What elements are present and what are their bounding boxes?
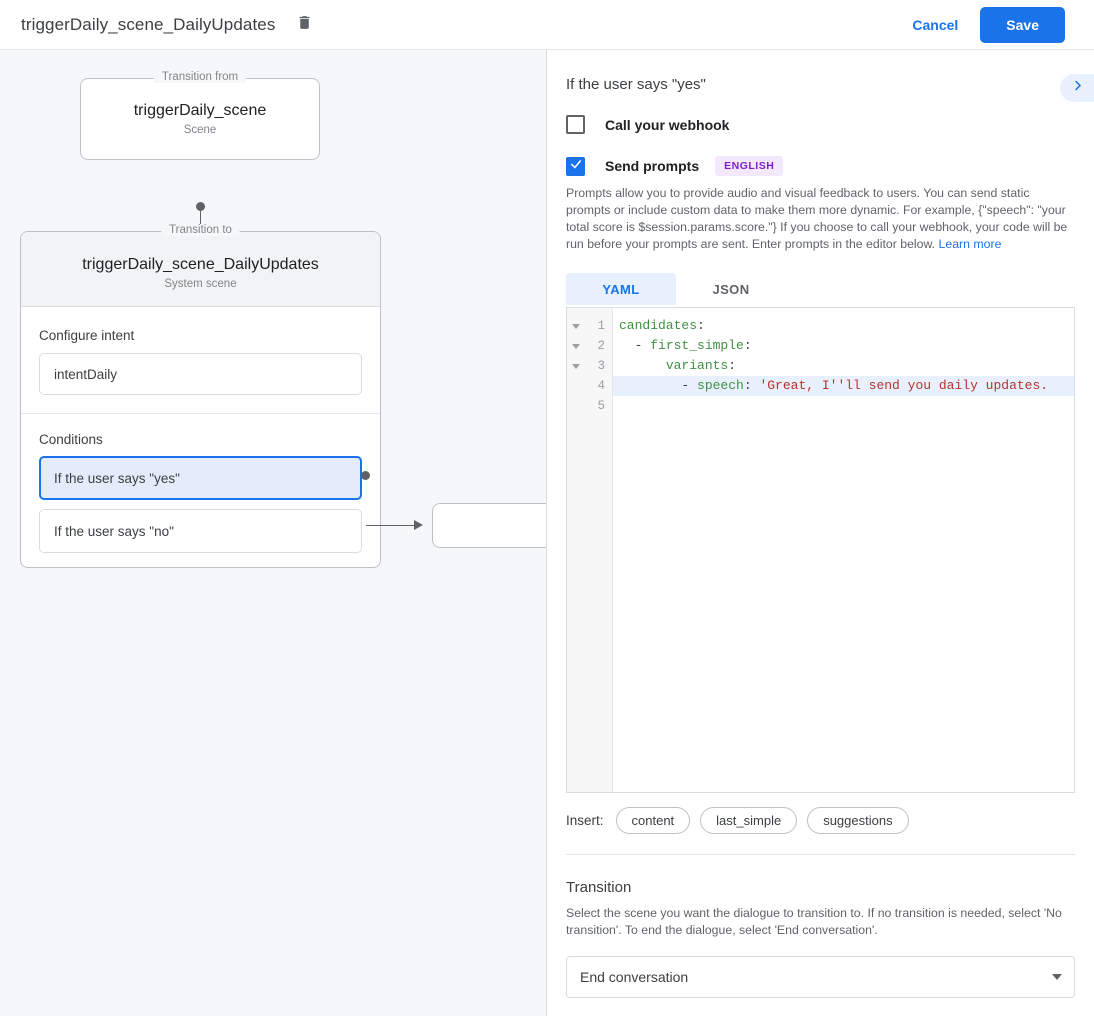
tab-yaml[interactable]: YAML xyxy=(566,273,676,305)
conditions-label: Conditions xyxy=(39,432,103,447)
save-button[interactable]: Save xyxy=(980,6,1065,43)
transition-to-subtitle: System scene xyxy=(164,278,237,290)
conditions-section: Conditions If the user says "yes" If the… xyxy=(21,432,380,553)
editor-code-line[interactable]: variants: xyxy=(665,358,737,373)
section-divider-transition xyxy=(566,854,1075,855)
trash-icon xyxy=(296,14,313,36)
insert-row: Insert: content last_simple suggestions xyxy=(566,807,1075,834)
insert-chip-content[interactable]: content xyxy=(615,807,691,834)
condition-row-no[interactable]: If the user says "no" xyxy=(39,509,362,553)
delete-button[interactable] xyxy=(291,12,317,38)
transition-to-legend: Transition to xyxy=(161,224,240,236)
chevron-down-icon xyxy=(1052,974,1062,980)
panel-body: Call your webhook Send prompts ENGLISH P… xyxy=(547,115,1094,998)
transition-to-node[interactable]: Transition to triggerDaily_scene_DailyUp… xyxy=(20,224,381,568)
condition-row-yes[interactable]: If the user says "yes" xyxy=(39,456,362,500)
panel-title: If the user says "yes" xyxy=(566,76,706,93)
call-webhook-row[interactable]: Call your webhook xyxy=(566,115,1075,134)
editor-line-number: 4 xyxy=(597,379,605,393)
connector-arrowhead-right xyxy=(414,520,423,530)
check-icon xyxy=(569,157,583,176)
prompts-help-body: Prompts allow you to provide audio and v… xyxy=(566,186,1068,251)
connector-line-horizontal xyxy=(366,525,416,526)
editor-line-number: 5 xyxy=(597,399,605,413)
transition-from-legend: Transition from xyxy=(153,71,247,83)
send-prompts-row[interactable]: Send prompts ENGLISH xyxy=(566,156,1075,176)
call-webhook-checkbox[interactable] xyxy=(566,115,585,134)
transition-from-subtitle: Scene xyxy=(183,124,217,136)
send-prompts-checkbox[interactable] xyxy=(566,156,585,176)
transition-select-value: End conversation xyxy=(580,969,689,985)
next-node-clipped[interactable] xyxy=(432,503,547,548)
editor-line-number: 3 xyxy=(567,356,612,376)
transition-from-node[interactable]: Transition from triggerDaily_scene Scene xyxy=(80,71,320,160)
transition-from-title: triggerDaily_scene xyxy=(133,102,267,119)
language-badge: ENGLISH xyxy=(715,156,784,176)
panel-header: If the user says "yes" xyxy=(547,50,1094,93)
editor-code-line[interactable]: candidates: xyxy=(619,318,705,333)
connector-dot-condition xyxy=(361,471,370,480)
editor-code-line[interactable] xyxy=(613,396,1074,416)
prompts-help-text: Prompts allow you to provide audio and v… xyxy=(566,185,1075,253)
insert-label: Insert: xyxy=(566,813,604,828)
chevron-right-icon xyxy=(1070,78,1085,98)
call-webhook-label: Call your webhook xyxy=(605,116,730,133)
configure-intent-section: Configure intent intentDaily xyxy=(21,328,380,395)
editor-line-number: 2 xyxy=(567,336,612,356)
learn-more-link[interactable]: Learn more xyxy=(938,237,1002,251)
intent-field[interactable]: intentDaily xyxy=(39,353,362,395)
cancel-button[interactable]: Cancel xyxy=(900,9,970,41)
editor-code-area[interactable]: candidates: - first_simple: variants: - … xyxy=(613,308,1074,792)
top-bar: triggerDaily_scene_DailyUpdates Cancel S… xyxy=(0,0,1094,50)
transition-to-header: Transition to triggerDaily_scene_DailyUp… xyxy=(21,224,380,307)
tab-json[interactable]: JSON xyxy=(712,281,750,297)
scene-graph-canvas[interactable]: Transition from triggerDaily_scene Scene… xyxy=(0,50,547,1016)
transition-title: Transition xyxy=(566,879,632,896)
editor-code-line[interactable]: - first_simple: xyxy=(619,338,752,353)
fold-arrow-icon[interactable] xyxy=(572,363,580,369)
configure-intent-label: Configure intent xyxy=(39,328,135,343)
insert-chip-suggestions[interactable]: suggestions xyxy=(807,807,909,834)
insert-chip-last-simple[interactable]: last_simple xyxy=(700,807,798,834)
expand-panel-button[interactable] xyxy=(1060,74,1094,102)
fold-arrow-icon[interactable] xyxy=(572,343,580,349)
transition-to-title: triggerDaily_scene_DailyUpdates xyxy=(82,256,319,273)
transition-select[interactable]: End conversation xyxy=(566,956,1075,998)
editor-line-number: 1 xyxy=(567,316,612,336)
condition-detail-panel: If the user says "yes" Call your webhook xyxy=(547,50,1094,1016)
panel-divider xyxy=(546,50,547,1016)
section-divider xyxy=(21,413,380,414)
page-title: triggerDaily_scene_DailyUpdates xyxy=(21,14,276,34)
send-prompts-label: Send prompts xyxy=(605,158,700,174)
transition-help-text: Select the scene you want the dialogue t… xyxy=(566,906,1062,937)
fold-arrow-icon[interactable] xyxy=(572,323,580,329)
editor-code-line[interactable]: - speech: 'Great, I''ll send you daily u… xyxy=(613,376,1074,396)
format-tabs: YAML JSON xyxy=(566,273,1075,305)
